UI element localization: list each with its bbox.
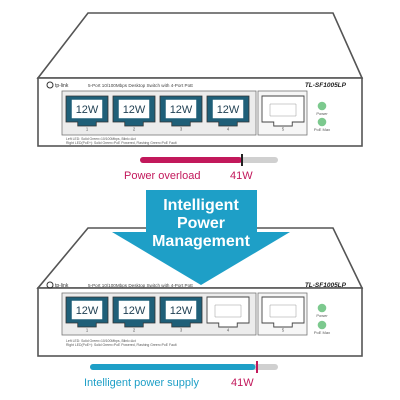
ethernet-port-4: 4 (206, 296, 250, 333)
poe-label-box (165, 99, 197, 119)
down-arrow-icon (112, 190, 290, 285)
ethernet-port-5: 5 (261, 95, 305, 132)
port-row: 12W 1 12W 2 12W 3 4 5 (65, 296, 305, 333)
port-number: 2 (133, 328, 136, 333)
supply-budget-marker (256, 361, 258, 373)
intelligent-power-management-arrow: Intelligent Power Management (112, 190, 290, 285)
ethernet-port-3: 12W 3 (159, 296, 203, 333)
port-row: 12W 1 12W 2 12W 3 12W 4 5 (65, 95, 305, 132)
switch-model: TL-SF1005LP (305, 282, 347, 289)
power-led-label: Power (316, 111, 328, 116)
port-number: 1 (86, 127, 89, 132)
supply-budget-label: 41W (231, 377, 254, 389)
poe-wattage-label: 12W (76, 104, 99, 116)
overload-bar-fill (140, 157, 243, 163)
arrow-text-line1: Intelligent (163, 197, 239, 214)
port-number: 3 (180, 328, 183, 333)
switch-description: 5-Port 10/100Mbps Desktop Switch with 4-… (88, 283, 193, 288)
poe-label-box (118, 300, 150, 320)
poe-label-box (71, 300, 103, 320)
led-legend-line1: Left LED: Solid Green=10/100Mbps, Blink=… (66, 339, 136, 343)
brand-logo-icon (46, 81, 54, 89)
power-overload-label: Power overload (124, 170, 200, 182)
ethernet-port-4: 12W 4 (206, 95, 250, 132)
power-led-label: Power (316, 313, 328, 318)
poe-wattage-label: 12W (123, 104, 146, 116)
port-number: 2 (133, 127, 136, 132)
ethernet-port-icon (261, 296, 305, 328)
power-led (317, 303, 327, 313)
poe-wattage-label: 12W (217, 104, 240, 116)
poe-max-led (317, 320, 327, 330)
poe-wattage-label: 12W (170, 305, 193, 317)
switch-top-lid (36, 12, 364, 79)
brand-logo-text: tp-link (55, 83, 69, 89)
poe-wattage-label: 12W (76, 305, 99, 317)
intelligent-power-supply-indicator: Intelligent power supply 41W (84, 361, 278, 389)
power-overload-indicator: Power overload 41W (124, 154, 278, 182)
ethernet-port-icon (206, 296, 250, 328)
port-number: 5 (282, 127, 285, 132)
switch-description: 5-Port 10/100Mbps Desktop Switch with 4-… (88, 83, 193, 88)
port-number: 4 (227, 328, 230, 333)
ethernet-port-3: 12W 3 (159, 95, 203, 132)
poe-max-led (317, 117, 327, 127)
led-legend-line1: Left LED: Solid Green=10/100Mbps, Blink=… (66, 137, 136, 141)
led-legend-line2: Right LED(PoE+): Solid Green=PoE Powered… (66, 141, 177, 145)
port-number: 3 (180, 127, 183, 132)
brand-logo: tp-link (46, 281, 69, 289)
ethernet-port-2: 12W 2 (112, 95, 156, 132)
poe-max-led-label: PoE Max (314, 127, 330, 132)
port-contacts (269, 103, 297, 117)
poe-wattage-label: 12W (170, 104, 193, 116)
port-number: 1 (86, 328, 89, 333)
ethernet-port-2: 12W 2 (112, 296, 156, 333)
overload-budget-label: 41W (230, 170, 253, 182)
port-contacts (214, 304, 242, 318)
overload-budget-marker (241, 154, 243, 166)
poe-wattage-label: 12W (123, 305, 146, 317)
brand-logo-text: tp-link (55, 283, 69, 289)
ethernet-port-1: 12W 1 (65, 296, 109, 333)
supply-bar-fill (90, 364, 256, 370)
port-number: 5 (282, 328, 285, 333)
poe-label-box (118, 99, 150, 119)
led-legend-line2: Right LED(PoE+): Solid Green=PoE Powered… (66, 343, 177, 347)
brand-logo-icon (46, 281, 54, 289)
ethernet-port-icon (261, 95, 305, 127)
poe-label-box (71, 99, 103, 119)
ethernet-port-5: 5 (261, 296, 305, 333)
poe-max-led-label: PoE Max (314, 330, 330, 335)
port-contacts (269, 304, 297, 318)
power-led (317, 101, 327, 111)
poe-label-box (165, 300, 197, 320)
status-leds: Power PoE Max (314, 101, 330, 132)
arrow-text-line2: Power (177, 215, 225, 232)
arrow-text-line3: Management (152, 233, 250, 250)
ethernet-port-1: 12W 1 (65, 95, 109, 132)
status-leds: Power PoE Max (314, 303, 330, 335)
poe-label-box (212, 99, 244, 119)
switch-model: TL-SF1005LP (305, 82, 347, 89)
intelligent-power-supply-label: Intelligent power supply (84, 377, 199, 389)
switch-top: tp-link 5-Port 10/100Mbps Desktop Switch… (36, 12, 364, 147)
brand-logo: tp-link (46, 81, 69, 89)
port-number: 4 (227, 127, 230, 132)
